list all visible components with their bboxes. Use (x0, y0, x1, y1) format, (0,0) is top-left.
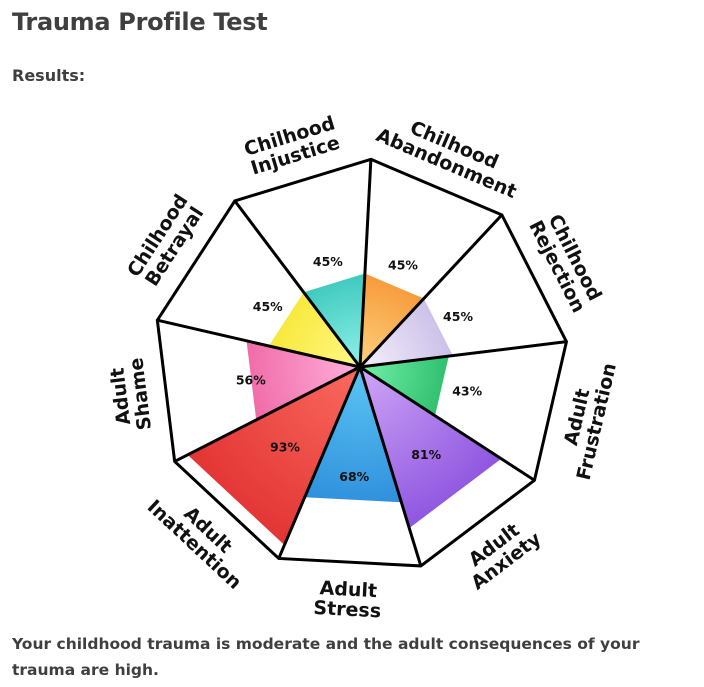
value-label: 43% (452, 384, 482, 399)
spoke-line (173, 365, 361, 463)
value-label: 56% (236, 372, 266, 387)
spoke-line (358, 213, 503, 369)
category-label: AdultFrustration (553, 357, 621, 483)
spoke-line (156, 318, 361, 369)
value-label: 45% (443, 309, 473, 324)
spoke-line (358, 159, 373, 368)
wedge-abandonment (360, 273, 424, 367)
category-label-line2: Stress (313, 597, 382, 623)
wedge-anxiety (360, 367, 502, 529)
trauma-radar-chart: 45%ChilhoodInjustice45%ChilhoodAbandonme… (105, 112, 621, 622)
category-label: AdultShame (105, 357, 156, 434)
wedge-rejection (360, 298, 453, 367)
chart-outline (155, 157, 569, 568)
spoke-line (358, 366, 423, 567)
spoke-line (359, 340, 567, 369)
value-label: 93% (270, 439, 300, 454)
category-label: AdultStress (313, 577, 383, 622)
spoke-line (233, 199, 362, 368)
category-label: ChilhoodInjustice (242, 112, 344, 180)
value-label: 81% (411, 447, 441, 462)
value-label: 45% (253, 299, 283, 314)
value-label: 68% (339, 469, 369, 484)
wedge-stress (304, 367, 402, 503)
spoke-line (277, 366, 362, 560)
page-title: Trauma Profile Test (12, 8, 268, 36)
results-summary: Your childhood trauma is moderate and th… (12, 635, 640, 679)
wedge-injustice (303, 273, 365, 367)
wedge-betrayal (268, 292, 360, 367)
value-label: 45% (388, 258, 418, 273)
wedge-inattention (187, 367, 360, 546)
results-heading: Results: (12, 66, 86, 85)
spoke-line (359, 365, 536, 482)
value-label: 45% (313, 254, 343, 269)
category-label-line1: Adult (319, 577, 378, 602)
wedge-frustration (360, 356, 449, 416)
